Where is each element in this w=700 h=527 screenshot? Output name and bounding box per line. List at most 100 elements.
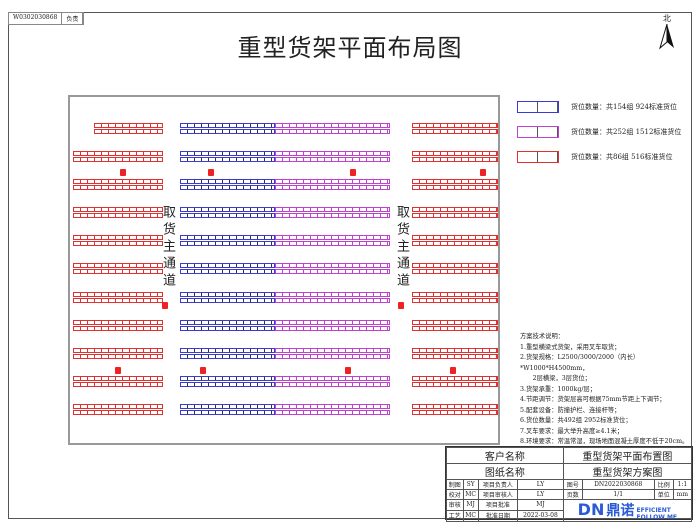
customer-label: 客户名称 bbox=[446, 447, 564, 464]
rack-row bbox=[73, 410, 163, 415]
cell: 图号 bbox=[562, 479, 583, 490]
fire-hydrant-icon bbox=[162, 302, 168, 309]
rack-row bbox=[73, 348, 163, 353]
fire-hydrant-icon bbox=[450, 367, 456, 374]
rack-row bbox=[412, 376, 498, 381]
rack-row bbox=[180, 179, 275, 184]
rack-row bbox=[180, 151, 275, 156]
cell: LY bbox=[517, 479, 564, 490]
cell: MJ bbox=[517, 499, 564, 511]
rack-row bbox=[275, 241, 390, 246]
cell: SY bbox=[462, 479, 479, 490]
cell: 批准日期 bbox=[477, 509, 519, 522]
legend-text: 货位数量：共154组 924标准货位 bbox=[571, 103, 677, 111]
tag-label: 负责 bbox=[62, 13, 84, 24]
rack-row bbox=[73, 235, 163, 240]
customer-value: 重型货架平面布置图 bbox=[562, 447, 693, 464]
rack-row bbox=[180, 207, 275, 212]
rack-row bbox=[180, 410, 275, 415]
note-item: 1.重型横梁式货架，采用叉车取货； bbox=[520, 343, 621, 351]
fire-hydrant-icon bbox=[115, 367, 121, 374]
rack-row bbox=[275, 207, 390, 212]
rack-row bbox=[180, 348, 275, 353]
logo-en2: FOLLOW ME bbox=[636, 513, 678, 521]
cell: LY bbox=[517, 489, 564, 500]
fire-hydrant-icon bbox=[208, 169, 214, 176]
rack-row bbox=[73, 241, 163, 246]
rack-row bbox=[275, 129, 390, 134]
logo-cn: 鼎诺 bbox=[606, 503, 635, 519]
rack-symbol-icon bbox=[517, 101, 559, 113]
rack-row bbox=[275, 298, 390, 303]
rack-row bbox=[180, 320, 275, 325]
cell: 比例 bbox=[653, 479, 674, 490]
notes-heading: 方案技术说明： bbox=[520, 333, 565, 340]
rack-row bbox=[180, 382, 275, 387]
rack-row bbox=[275, 185, 390, 190]
north-label: 北 bbox=[663, 14, 671, 23]
rack-row bbox=[275, 263, 390, 268]
rack-row bbox=[73, 404, 163, 409]
rack-row bbox=[180, 326, 275, 331]
rack-row bbox=[275, 348, 390, 353]
tag-code: W0302030868 bbox=[9, 13, 63, 24]
fire-hydrant-icon bbox=[480, 169, 486, 176]
rack-row bbox=[180, 404, 275, 409]
cell: 1:1 bbox=[672, 479, 693, 490]
aisle-label-left: 取货主通道 bbox=[160, 205, 175, 290]
rack-row bbox=[412, 207, 498, 212]
rack-row bbox=[412, 185, 498, 190]
rack-row bbox=[275, 235, 390, 240]
technical-notes: 方案技术说明： 1.重型横梁式货架，采用叉车取货；2.货架规格：L2500/30… bbox=[520, 332, 692, 448]
note-item: 7.叉车要求：最大举升高度≥4.1米； bbox=[520, 427, 624, 435]
legend-text: 货位数量：共252组 1512标准货位 bbox=[571, 128, 682, 136]
rack-row bbox=[412, 263, 498, 268]
rack-row bbox=[73, 157, 163, 162]
fire-hydrant-icon bbox=[200, 367, 206, 374]
rack-row bbox=[180, 376, 275, 381]
cell: 校对 bbox=[446, 489, 464, 500]
cell: mm bbox=[672, 489, 693, 500]
cell: DN2022030868 bbox=[581, 479, 655, 490]
rack-row bbox=[412, 269, 498, 274]
rack-row bbox=[275, 269, 390, 274]
fire-hydrant-icon bbox=[120, 169, 126, 176]
rack-row bbox=[180, 241, 275, 246]
rack-row bbox=[180, 292, 275, 297]
aisle-label-right: 取货主通道 bbox=[394, 205, 409, 290]
rack-row bbox=[73, 151, 163, 156]
rack-row bbox=[73, 354, 163, 359]
rack-row bbox=[180, 298, 275, 303]
logo-en1: EFFICIENT bbox=[636, 506, 671, 514]
rack-row bbox=[73, 382, 163, 387]
note-item: 2层横梁，3层货位； bbox=[520, 375, 591, 382]
rack-row bbox=[412, 320, 498, 325]
rack-row bbox=[275, 123, 390, 128]
cell: 项目负责人 bbox=[477, 479, 519, 490]
cell: MJ bbox=[462, 499, 479, 511]
rack-row bbox=[275, 382, 390, 387]
rack-row bbox=[412, 298, 498, 303]
legend-item: 货位数量：共252组 1512标准货位 bbox=[517, 126, 681, 138]
cell: 页数 bbox=[562, 489, 583, 500]
rack-row bbox=[180, 123, 275, 128]
rack-row bbox=[73, 263, 163, 268]
rack-row bbox=[412, 151, 498, 156]
rack-row bbox=[180, 213, 275, 218]
rack-row bbox=[180, 235, 275, 240]
cell: 工艺 bbox=[446, 509, 464, 522]
rack-row bbox=[412, 241, 498, 246]
legend-item: 货位数量：共154组 924标准货位 bbox=[517, 101, 677, 113]
cell: MC bbox=[462, 509, 479, 522]
rack-row bbox=[412, 292, 498, 297]
rack-row bbox=[180, 157, 275, 162]
rack-row bbox=[73, 376, 163, 381]
cell: MC bbox=[462, 489, 479, 500]
note-item: 5.配套设备：防撞护栏、连接杆等； bbox=[520, 406, 621, 414]
rack-row bbox=[275, 404, 390, 409]
cell: 项目审核人 bbox=[477, 489, 519, 500]
rack-row bbox=[275, 292, 390, 297]
note-item: 6.货位数量：共492组 2952标准货位； bbox=[520, 417, 632, 424]
rack-row bbox=[275, 410, 390, 415]
